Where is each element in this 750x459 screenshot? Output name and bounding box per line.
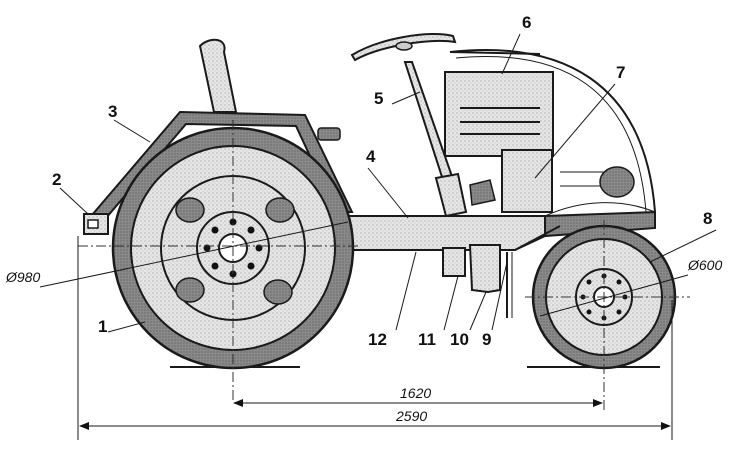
callout-9: 9 bbox=[482, 330, 491, 349]
callout-3: 3 bbox=[108, 102, 117, 121]
lower-brackets bbox=[442, 244, 513, 318]
callout-1: 1 bbox=[98, 317, 107, 336]
callout-leaders bbox=[59, 33, 717, 333]
callout-5: 5 bbox=[374, 89, 383, 108]
center-lines bbox=[77, 120, 690, 440]
engine-block bbox=[444, 51, 554, 157]
callout-4: 4 bbox=[366, 147, 376, 166]
front-wheel-diameter-label: Ø600 bbox=[687, 257, 722, 273]
callout-labels: 1 2 3 4 5 6 7 8 9 10 11 12 bbox=[52, 13, 712, 349]
callout-2: 2 bbox=[52, 170, 61, 189]
diameter-leaders bbox=[39, 221, 689, 317]
overall-length-label: 2590 bbox=[395, 408, 427, 424]
callout-10: 10 bbox=[450, 330, 469, 349]
callout-6: 6 bbox=[522, 13, 531, 32]
rear-wheel-diameter-label: Ø980 bbox=[5, 269, 40, 285]
dimension-lines bbox=[79, 399, 671, 430]
callout-11: 11 bbox=[418, 330, 436, 349]
steering bbox=[350, 33, 468, 218]
dimension-labels: Ø980 Ø600 1620 2590 bbox=[5, 257, 722, 424]
seat bbox=[198, 38, 238, 113]
callout-7: 7 bbox=[616, 63, 625, 82]
transmission bbox=[469, 149, 553, 213]
rear-hitch bbox=[83, 213, 109, 235]
callout-12: 12 bbox=[368, 330, 387, 349]
callout-8: 8 bbox=[703, 209, 712, 228]
wheelbase-label: 1620 bbox=[400, 385, 431, 401]
hood bbox=[449, 48, 656, 217]
